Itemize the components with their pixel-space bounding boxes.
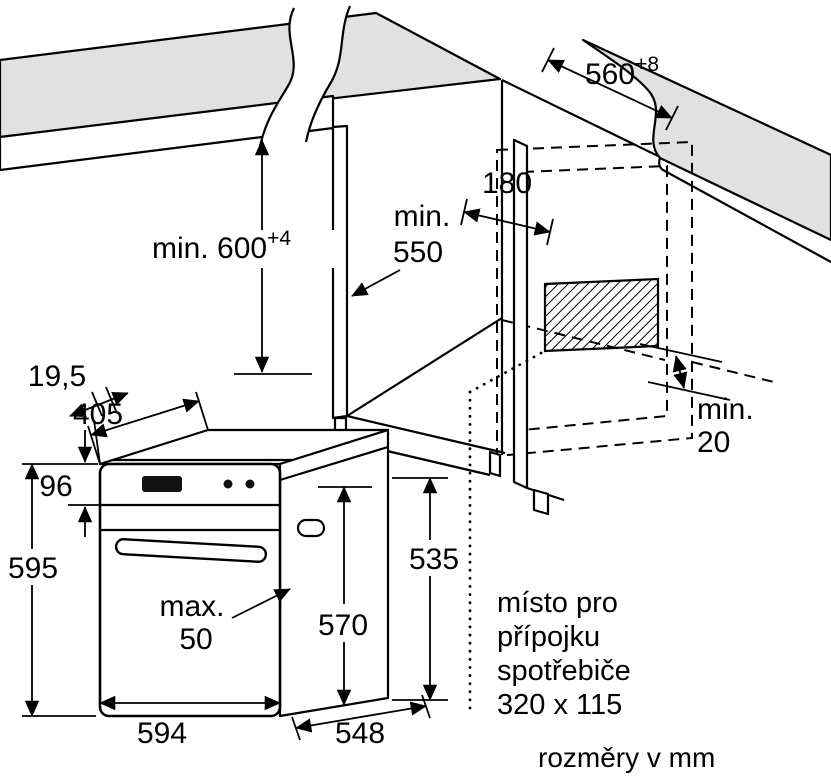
oven-knob-2 [245,479,255,489]
dim-ref-20-a [639,343,723,363]
dim-tick-180-a [460,198,468,226]
dim-leader-max50 [231,588,291,619]
cabinet-niche [331,80,506,478]
connection-note-line-2: přípojku [497,621,600,653]
dim-line-405 [90,398,200,438]
back-wall-inner-outline [522,164,668,432]
label-bg-600 [148,230,344,268]
back-wall-outline [496,140,693,458]
dim-inner-height-label: 570 [318,609,368,642]
label-bg-535 [404,540,464,576]
oven-display [142,476,182,492]
oven-side-frame-line [279,445,389,482]
dim-tick-560-b [665,105,679,131]
dim-tick-548-a [291,716,301,741]
cabinet-foot-right [488,450,502,478]
units-note: rozměry v mm [538,742,715,773]
label-bg-570 [314,604,374,642]
back-wall-floor-line [501,319,666,361]
dim-rear-gap-label-1: min. [697,393,754,426]
left-side-panel [331,124,349,420]
connection-note-line-1: místo pro [497,587,618,619]
dim-line-560 [547,59,673,119]
dim-oven-width-label: 594 [137,717,187,750]
dim-ref-20-b [647,381,731,401]
dim-door-protrusion-label-1: max. [159,590,224,623]
countertop-left [0,5,659,172]
oven-knob-1 [223,479,233,489]
dim-rear-gap-label-2: 20 [697,426,730,459]
dim-recess-label: 180 [482,167,532,200]
dimension-lines [22,47,731,741]
dim-line-180 [463,208,551,236]
break-gap [260,6,350,146]
dim-line-20 [672,355,688,389]
back-panel-dashed [496,140,779,458]
dim-tick-180-b [546,218,554,246]
dim-niche-depth-label-1: min. [394,200,451,233]
notes: místo pro přípojku spotřebiče 320 x 115 … [497,587,715,773]
dim-line-548 [295,701,427,733]
dim-panel-height-label: 96 [39,470,72,503]
niche-floor-front [346,414,506,455]
oven-side-grip-hole [296,518,326,538]
oven-side-face [278,428,390,718]
break-wave-left [258,7,295,147]
dim-ext-405-b [195,391,209,431]
dim-body-height-label: 535 [409,543,459,576]
connection-note-line-3: spotřebiče [497,655,631,687]
break-wave-right [304,5,352,143]
back-wall-right-line [691,361,779,384]
oven-handle [114,538,268,563]
dim-ext-405-a [87,425,101,465]
label-bg-595 [8,549,60,585]
dim-600-tolerance: +4 [267,227,291,250]
connection-reference-line [468,350,545,718]
hatch-rect [543,277,660,353]
dim-oven-height-label: 595 [8,552,58,585]
oven [98,428,390,718]
dim-niche-height-label: min. 600+4 [152,227,291,265]
countertop-left-surface [0,11,502,139]
dim-niche-width-label: 560+8 [585,53,659,91]
side-panel-foot [532,488,550,516]
dim-560-value: 560 [585,58,635,91]
reference-line-diagonal [468,350,545,394]
dim-niche-depth-label-2: 550 [393,236,443,269]
dim-600-value: min. 600 [152,232,267,265]
dimension-labels: 560+8 min. 600+4 min. 550 180 min. 20 19… [8,53,754,750]
dim-body-depth-label: 548 [335,717,385,750]
niche-floor-depth [346,317,503,417]
dim-leader-550 [351,269,401,297]
dim-tick-560-a [541,47,555,73]
dim-560-tolerance: +8 [635,53,659,76]
dim-door-protrusion-label-2: 50 [179,623,212,656]
connection-note-line-4: 320 x 115 [497,689,622,721]
dim-front-frame-label: 19,5 [28,360,86,393]
countertop-right-edge [658,157,831,263]
dim-top-depth-label: 405 [73,398,123,431]
connection-area-hatch [543,277,660,353]
